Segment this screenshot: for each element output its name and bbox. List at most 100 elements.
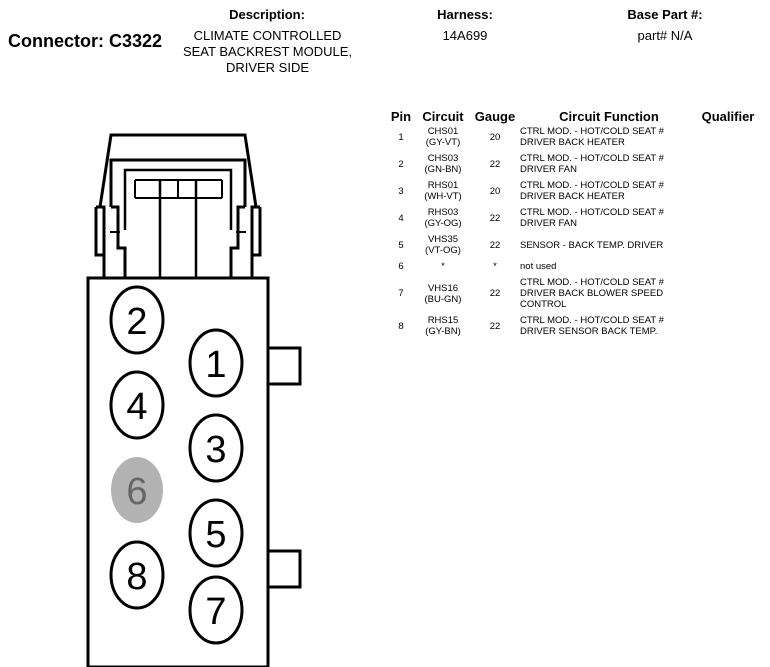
cell-qualifier — [698, 260, 758, 276]
table-row: 8 RHS15(GY-BN) 22 CTRL MOD. - HOT/COLD SEAT… — [386, 314, 758, 341]
function-line: CTRL MOD. - HOT/COLD SEAT # — [520, 315, 664, 326]
function-line: CTRL MOD. - HOT/COLD SEAT # — [520, 180, 664, 191]
cell-qualifier — [698, 314, 758, 341]
pin-cavity-outline — [109, 285, 165, 355]
latch-tab-upper — [266, 346, 302, 386]
cell-qualifier — [698, 125, 758, 152]
pin-cavity-outline — [109, 540, 165, 610]
circuit-line: RHS03 — [427, 207, 459, 218]
pin-cavity-outline — [188, 413, 244, 483]
cell-gauge: 22 — [489, 212, 501, 224]
cell-gauge: 20 — [489, 185, 501, 197]
pin-number-label: 8 — [126, 556, 147, 598]
function-line: DRIVER FAN — [520, 218, 578, 229]
locking-clip — [94, 133, 262, 278]
cell-pin: 8 — [398, 320, 404, 332]
table-header-row: Pin Circuit Gauge Circuit Function Quali… — [386, 107, 758, 125]
harness-label: Harness: — [437, 7, 493, 22]
cell-circuit-function: CTRL MOD. - HOT/COLD SEAT #DRIVER FAN — [520, 152, 698, 179]
circuit-line: CHS03 — [427, 153, 459, 164]
cell-circuit: CHS03(GN-BN) — [416, 152, 470, 179]
cell-qualifier — [698, 179, 758, 206]
function-line: DRIVER BACK HEATER — [520, 191, 625, 202]
cell-pin: 6 — [398, 261, 404, 272]
circuit-line: VHS35 — [427, 234, 459, 245]
harness-value: 14A699 — [442, 28, 488, 43]
circuit-line: (GY-OG) — [424, 218, 462, 229]
pin-number-label: 1 — [205, 344, 226, 386]
circuit-line: RHS15 — [427, 315, 459, 326]
pin-cavity-1: 1 — [188, 328, 244, 398]
header-circuit-function: Circuit Function — [559, 108, 659, 124]
cell-qualifier — [698, 276, 758, 314]
cell-circuit: VHS16(BU-GN) — [416, 276, 470, 314]
cell-gauge: 22 — [489, 158, 501, 170]
cell-circuit: * — [416, 260, 470, 276]
cell-pin: 2 — [398, 158, 404, 170]
cell-circuit-function: CTRL MOD. - HOT/COLD SEAT #DRIVER BACK H… — [520, 125, 698, 152]
cell-gauge: * — [493, 261, 497, 272]
cell-gauge: 20 — [489, 131, 501, 143]
pin-number-label: 7 — [205, 591, 226, 633]
cell-pin: 3 — [398, 185, 404, 197]
description-line: SEAT BACKREST MODULE, — [182, 44, 353, 59]
cell-pin: 1 — [398, 131, 404, 143]
circuit-line: VHS16 — [427, 282, 459, 294]
pin-cavity-8: 8 — [109, 540, 165, 610]
latch-tab-lower — [266, 549, 302, 589]
pin-cavity-outline — [109, 370, 165, 440]
function-line: DRIVER BACK HEATER — [520, 137, 625, 148]
table-row: 4 RHS03(GY-OG) 22 CTRL MOD. - HOT/COLD SEAT… — [386, 206, 758, 233]
circuit-line: CHS01 — [427, 126, 459, 137]
cell-circuit: RHS01(WH-VT) — [416, 179, 470, 206]
cell-pin: 5 — [398, 239, 404, 251]
pin-cavity-outline — [188, 498, 244, 568]
connector-title: Connector: C3322 — [8, 31, 163, 51]
table-row: 1 CHS01(GY-VT) 20 CTRL MOD. - HOT/COLD SEAT… — [386, 125, 758, 152]
description-line: CLIMATE CONTROLLED — [193, 28, 342, 43]
table-row: 3 RHS01(WH-VT) 20 CTRL MOD. - HOT/COLD SEAT… — [386, 179, 758, 206]
description-label: Description: — [229, 7, 305, 22]
pin-cavity-outline — [188, 328, 244, 398]
circuit-line: (BU-GN) — [424, 293, 462, 305]
cell-gauge: 22 — [489, 239, 501, 251]
table-row: 2 CHS03(GN-BN) 22 CTRL MOD. - HOT/COLD SEAT… — [386, 152, 758, 179]
connector-housing — [86, 276, 270, 667]
cell-pin: 4 — [398, 212, 404, 224]
cell-circuit: RHS15(GY-BN) — [416, 314, 470, 341]
pin-cavity-4: 4 — [109, 370, 165, 440]
pin-number-label: 4 — [126, 386, 147, 428]
circuit-line: RHS01 — [427, 180, 459, 191]
header-qualifier: Qualifier — [701, 108, 755, 124]
function-line: CTRL MOD. - HOT/COLD SEAT # — [520, 277, 664, 288]
header-gauge: Gauge — [474, 108, 516, 124]
cell-circuit: VHS35(VT-OG) — [416, 233, 470, 260]
pin-cavity-2: 2 — [109, 285, 165, 355]
function-line: CONTROL — [520, 299, 567, 310]
circuit-line: (GY-VT) — [425, 137, 461, 148]
cell-circuit: CHS01(GY-VT) — [416, 125, 470, 152]
function-line: DRIVER FAN — [520, 164, 578, 175]
cell-circuit-function: SENSOR - BACK TEMP. DRIVER — [520, 233, 698, 260]
function-line: DRIVER BACK BLOWER SPEED — [520, 288, 664, 299]
table-row: 6 * * not used — [386, 260, 758, 276]
cell-circuit-function: CTRL MOD. - HOT/COLD SEAT #DRIVER BACK B… — [520, 276, 698, 314]
function-line: not used — [520, 261, 557, 272]
circuit-line: (VT-OG) — [425, 245, 461, 256]
pin-cavity-outline — [111, 457, 163, 523]
pin-cavity-7: 7 — [188, 575, 244, 645]
pin-cavity-6: 6 — [111, 457, 163, 523]
table-row: 5 VHS35(VT-OG) 22 SENSOR - BACK TEMP. DRIVE… — [386, 233, 758, 260]
function-line: SENSOR - BACK TEMP. DRIVER — [520, 239, 664, 251]
cell-circuit-function: CTRL MOD. - HOT/COLD SEAT #DRIVER FAN — [520, 206, 698, 233]
pin-cavity-3: 3 — [188, 413, 244, 483]
pin-number-label: 5 — [205, 514, 226, 556]
circuit-line: (WH-VT) — [424, 191, 462, 202]
circuit-line: (GN-BN) — [424, 164, 462, 175]
pin-cavity-5: 5 — [188, 498, 244, 568]
cell-gauge: 22 — [489, 320, 501, 332]
circuit-line: * — [441, 261, 445, 272]
pin-number-label: 2 — [126, 301, 147, 343]
